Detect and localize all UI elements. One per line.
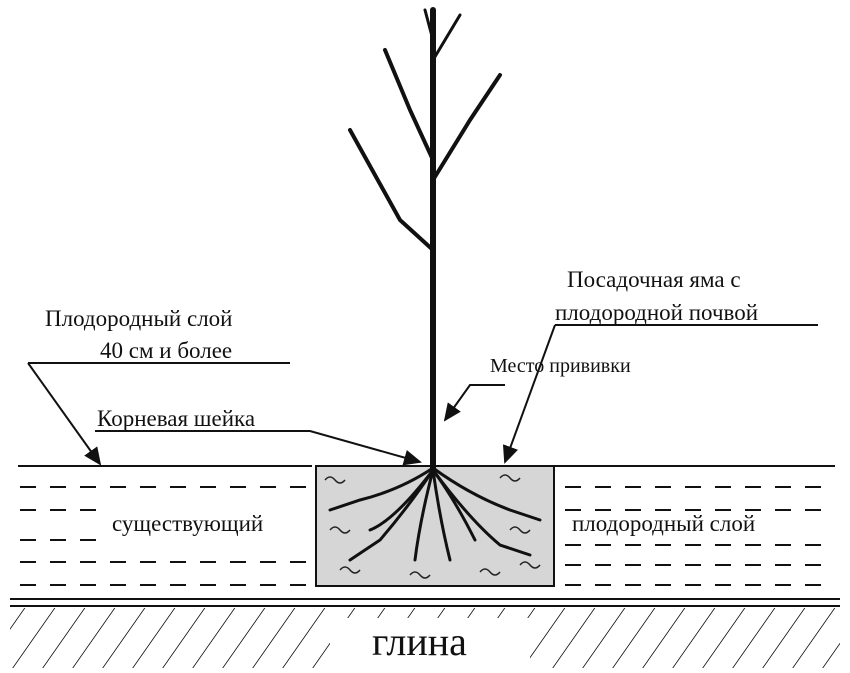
fertile-soil-layer <box>18 465 835 586</box>
leader-lines <box>27 324 818 466</box>
seedling-tree <box>328 7 542 562</box>
fertile-layer-label-line2: 40 см и более <box>100 338 232 363</box>
pit-label-line2: плодородной почвой <box>555 300 758 325</box>
existing-label: существующий <box>112 511 263 536</box>
fertile-layer-label-line1: Плодородный слой <box>45 306 232 331</box>
fertile-layer-right-label: плодородный слой <box>572 511 755 536</box>
clay-label: глина <box>372 619 467 664</box>
pit-label-line1: Посадочная яма с <box>567 267 741 292</box>
clay-layer <box>10 598 840 668</box>
graft-site-label: Место прививки <box>490 355 631 377</box>
root-collar-label: Корневая шейка <box>97 406 255 431</box>
